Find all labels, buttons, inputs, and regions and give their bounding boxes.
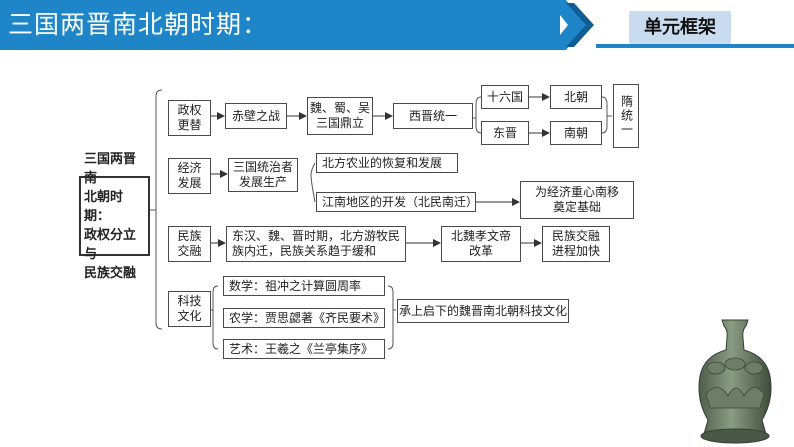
node-xiaowen-reform-line-2: 改革 [468,244,493,258]
category-politics-line-2: 更替 [177,118,202,132]
node-three-kingdoms: 魏、蜀、吴 三国鼎立 [307,97,373,135]
category-economy-line-1: 经济 [177,161,202,175]
category-science: 科技 文化 [168,291,211,327]
category-ethnic-line-1: 民族 [177,229,202,243]
root-line-2: 北朝时期： [84,189,124,224]
node-economic-shift-line-2: 奠定基础 [552,200,601,214]
node-northern-dynasties: 北朝 [550,85,602,109]
node-math-zuchongzhi-label: 数学：祖冲之计算圆周率 [229,278,362,293]
node-economic-shift: 为经济重心南移 奠定基础 [520,181,634,219]
science-right-brace [387,285,396,350]
category-economy: 经济 发展 [168,158,211,194]
node-western-jin: 西晋统一 [393,103,473,129]
node-sui-unification-label: 隋统一 [619,95,634,137]
node-south-development-label: 江南地区的开发（北民南迁） [322,194,479,209]
node-eastern-jin-label: 东晋 [492,125,517,140]
header-bar: 三国两晋南北朝时期： 单元框架 [0,0,794,50]
node-rulers-production: 三国统治者 发展生产 [228,158,298,192]
root-brace [150,89,163,330]
node-culture-summary-label: 承上启下的魏晋南北朝科技文化 [398,303,567,318]
node-north-agriculture: 北方农业的恢复和发展 [316,153,458,173]
node-southern-dynasties-label: 南朝 [563,125,588,140]
category-science-line-1: 科技 [177,294,202,308]
node-art-wangxizhi-label: 艺术：王羲之《兰亭集序》 [229,341,374,356]
node-chibi-battle-label: 赤壁之战 [231,108,280,123]
node-math-zuchongzhi: 数学：祖冲之计算圆周率 [223,276,385,296]
category-science-line-2: 文化 [177,309,202,323]
node-rulers-production-line-2: 发展生产 [238,175,287,189]
node-three-kingdoms-line-1: 魏、蜀、吴 [309,101,370,115]
node-nomad-migration: 东汉、魏、晋时期，北方游牧民 族内迁，民族关系趋于缓和 [226,226,406,262]
header-chevron-2 [566,3,594,47]
page-title: 三国两晋南北朝时期： [8,10,269,39]
node-northern-dynasties-label: 北朝 [563,89,588,104]
node-nomad-migration-line-2: 族内迁，民族关系趋于缓和 [232,244,377,258]
node-eastern-jin: 东晋 [481,121,529,145]
node-north-agriculture-label: 北方农业的恢复和发展 [322,155,443,170]
node-chibi-battle: 赤壁之战 [225,103,287,129]
node-xiaowen-reform-line-1: 北魏孝文帝 [450,229,511,243]
node-integration-accelerated: 民族交融 进程加快 [542,226,610,262]
node-integration-accelerated-line-1: 民族交融 [551,229,600,243]
node-integration-accelerated-line-2: 进程加快 [551,244,600,258]
node-western-jin-label: 西晋统一 [408,108,457,123]
unit-framework-badge: 单元框架 [629,11,731,44]
category-politics: 政权 更替 [168,100,211,136]
header-chevron-1 [548,0,586,50]
node-sixteen-kingdoms: 十六国 [481,85,529,109]
category-economy-line-2: 发展 [177,176,202,190]
node-three-kingdoms-line-2: 三国鼎立 [315,116,364,130]
node-economic-shift-line-1: 为经济重心南移 [534,185,619,199]
root-line-4: 民族交融 [84,265,137,281]
node-agri-jiasixie-label: 农学：贾思勰著《齐民要术》 [229,310,386,325]
node-southern-dynasties: 南朝 [550,121,602,145]
node-sui-unification: 隋统一 [613,84,639,148]
header-blue-band [0,0,560,50]
node-sixteen-kingdoms-label: 十六国 [486,89,523,104]
politics-split-brace [473,96,482,134]
root-line-3: 政权分立与 [84,227,137,262]
header-background [0,0,794,50]
node-art-wangxizhi: 艺术：王羲之《兰亭集序》 [223,339,385,359]
category-ethnic: 民族 交融 [168,226,211,262]
root-topic: 三国两晋南 北朝时期： 政权分立与 民族交融 [79,152,150,281]
node-nomad-migration-line-1: 东汉、魏、晋时期，北方游牧民 [232,229,401,243]
sui-brace [601,96,612,134]
category-ethnic-line-2: 交融 [177,244,202,258]
economy-brace [310,162,316,203]
node-rulers-production-line-1: 三国统治者 [232,160,293,174]
node-culture-summary: 承上启下的魏晋南北朝科技文化 [397,299,569,323]
root-line-1: 三国两晋南 [84,151,137,186]
node-agri-jiasixie: 农学：贾思勰著《齐民要术》 [223,308,385,328]
node-south-development: 江南地区的开发（北民南迁） [316,192,479,212]
node-xiaowen-reform: 北魏孝文帝 改革 [441,226,521,262]
category-politics-line-1: 政权 [177,103,202,117]
celadon-vase-image [698,319,772,444]
